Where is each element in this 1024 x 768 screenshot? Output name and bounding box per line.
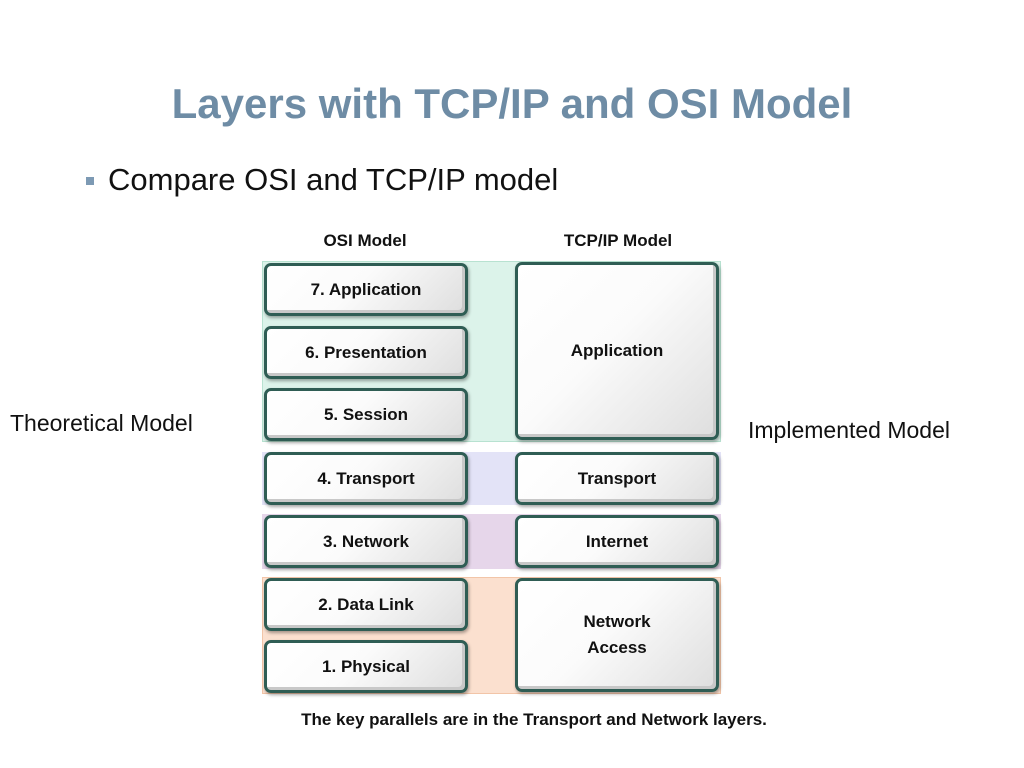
osi-model-header: OSI Model — [323, 231, 407, 250]
osi-layer-application: 7. Application — [264, 263, 468, 316]
osi-layer-session: 5. Session — [264, 388, 468, 441]
tcpip-layer-application: Application — [515, 262, 719, 440]
osi-layer-physical: 1. Physical — [264, 640, 468, 693]
bullet-item: Compare OSI and TCP/IP model — [86, 162, 558, 198]
bullet-text: Compare OSI and TCP/IP model — [108, 162, 559, 197]
osi-layer-data-link: 2. Data Link — [264, 578, 468, 631]
slide-title: Layers with TCP/IP and OSI Model — [171, 80, 853, 127]
square-bullet-icon — [86, 177, 94, 185]
osi-layer-presentation: 6. Presentation — [264, 326, 468, 379]
tcpip-model-header: TCP/IP Model — [563, 231, 673, 250]
theoretical-model-label: Theoretical Model — [10, 410, 193, 436]
tcpip-layer-network-access: Network Access — [515, 578, 719, 692]
osi-layer-network: 3. Network — [264, 515, 468, 568]
tcpip-layer-transport: Transport — [515, 452, 719, 505]
tcpip-layer-internet: Internet — [515, 515, 719, 568]
implemented-model-label: Implemented Model — [748, 417, 950, 443]
osi-layer-transport: 4. Transport — [264, 452, 468, 505]
diagram-caption: The key parallels are in the Transport a… — [301, 710, 767, 729]
